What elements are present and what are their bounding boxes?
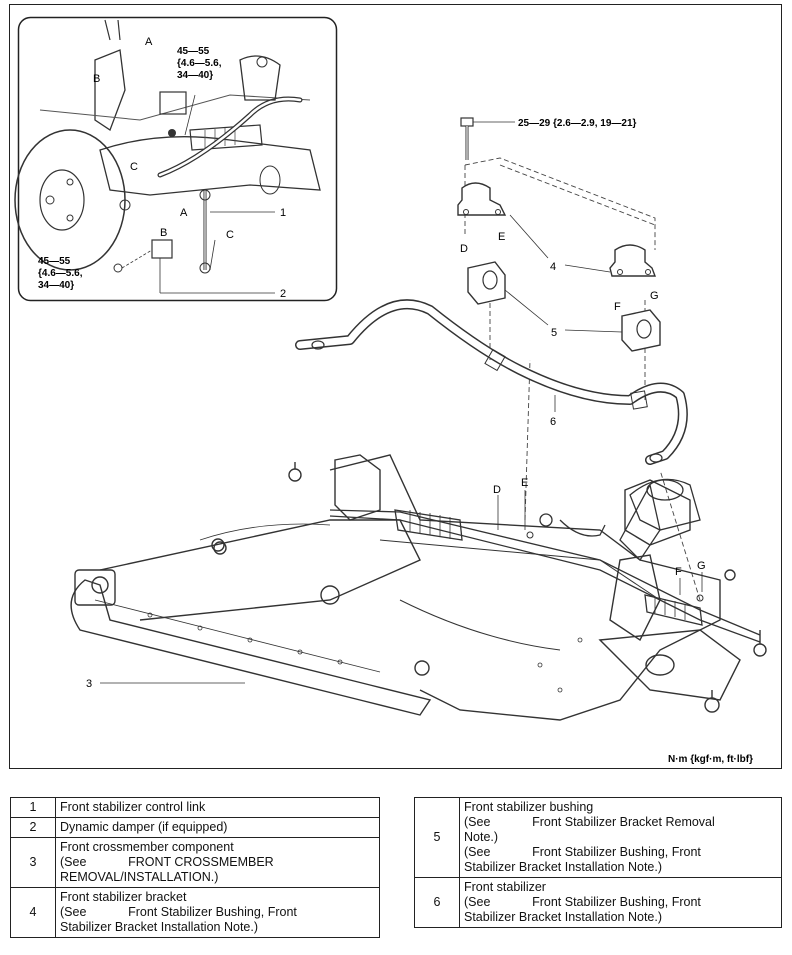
description-line: Stabilizer Bracket Installation Note.) bbox=[464, 910, 663, 924]
stabilizer-bushing-left bbox=[467, 261, 506, 305]
bracket-bolt: 25—29 {2.6—2.9, 19—21} bbox=[460, 117, 637, 160]
description-line: Front stabilizer control link bbox=[60, 800, 206, 814]
steering-gear bbox=[329, 509, 761, 643]
part-description: Front stabilizer control link bbox=[55, 797, 380, 818]
torque-inset-top-2: {4.6—5.6, bbox=[177, 58, 222, 69]
description-line: (See Front Stabilizer Bushing, Front bbox=[464, 895, 701, 909]
label-E-top: E bbox=[498, 231, 505, 243]
label-C-right: C bbox=[226, 229, 234, 241]
part-description: Front stabilizer bracket(See Front Stabi… bbox=[55, 887, 380, 938]
part-number: 1 bbox=[10, 797, 56, 818]
front-crossmember bbox=[70, 454, 767, 721]
label-C-left: C bbox=[130, 161, 138, 173]
label-E-bottom: E bbox=[521, 477, 528, 489]
torque-bolt-label: 25—29 {2.6—2.9, 19—21} bbox=[518, 118, 637, 129]
description-line: Stabilizer Bracket Installation Note.) bbox=[464, 860, 663, 874]
label-F-top: F bbox=[614, 301, 621, 313]
torque-inset-bottom-3: 34—40} bbox=[38, 280, 74, 291]
torque-inset-top-1: 45—55 bbox=[177, 46, 210, 57]
label-1: 1 bbox=[280, 207, 286, 219]
part-description: Front stabilizer bushing(See Front Stabi… bbox=[459, 797, 782, 878]
figure-id: am6zzw0000842 bbox=[702, 774, 770, 775]
units-label: N·m {kgf·m, ft·lbf} bbox=[668, 754, 753, 765]
description-line: (See Front Stabilizer Bushing, Front bbox=[60, 905, 297, 919]
label-6: 6 bbox=[550, 416, 556, 428]
part-number: 2 bbox=[10, 817, 56, 838]
part-description: Dynamic damper (if equipped) bbox=[55, 817, 380, 838]
description-line: (See FRONT CROSSMEMBER bbox=[60, 855, 274, 869]
description-line: Front crossmember component bbox=[60, 840, 234, 854]
label-B-top: B bbox=[93, 73, 100, 85]
torque-inset-top-3: 34—40} bbox=[177, 70, 213, 81]
inset-detail: A B C A B C 1 2 45—55 {4.6—5.6, 34—40} 4… bbox=[14, 16, 338, 302]
part-description: Front stabilizer(See Front Stabilizer Bu… bbox=[459, 877, 782, 928]
part-number: 3 bbox=[10, 837, 56, 888]
torque-inset-bottom-1: 45—55 bbox=[38, 256, 71, 267]
label-A-top: A bbox=[145, 36, 153, 48]
strut-mount bbox=[619, 478, 701, 562]
part-number: 6 bbox=[414, 877, 460, 928]
parts-table-left: 1 Front stabilizer control link 2 Dynamic d… bbox=[10, 797, 380, 938]
label-A-bottom: A bbox=[180, 207, 188, 219]
exploded-view-diagram: A B C A B C 1 2 45—55 {4.6—5.6, 34—40} 4… bbox=[9, 4, 782, 775]
label-G-bottom: G bbox=[697, 560, 706, 572]
part-number: 4 bbox=[10, 887, 56, 938]
stabilizer-bar bbox=[295, 299, 688, 465]
label-5: 5 bbox=[551, 327, 557, 339]
label-4: 4 bbox=[550, 261, 556, 273]
part-description: Front crossmember component(See FRONT CR… bbox=[55, 837, 380, 888]
stabilizer-bracket-left bbox=[457, 182, 507, 216]
part-number: 5 bbox=[414, 797, 460, 878]
description-line: Note.) bbox=[464, 830, 499, 844]
description-line: REMOVAL/INSTALLATION.) bbox=[60, 870, 219, 884]
table-row: 1 Front stabilizer control link bbox=[10, 797, 380, 818]
stabilizer-bracket-right bbox=[609, 244, 657, 277]
description-line: Front stabilizer bushing bbox=[464, 800, 594, 814]
label-G-top: G bbox=[650, 290, 659, 302]
description-line: Stabilizer Bracket Installation Note.) bbox=[60, 920, 259, 934]
description-line: Front stabilizer bracket bbox=[60, 890, 187, 904]
description-line: Front stabilizer bbox=[464, 880, 546, 894]
exploded-guide-lines bbox=[464, 157, 701, 601]
label-D-bottom: D bbox=[493, 484, 501, 496]
label-D-top: D bbox=[460, 243, 468, 255]
label-F-bottom: F bbox=[675, 566, 682, 578]
torque-inset-bottom-2: {4.6—5.6, bbox=[38, 268, 83, 279]
table-row: 2 Dynamic damper (if equipped) bbox=[10, 817, 380, 838]
label-3: 3 bbox=[86, 678, 92, 690]
description-line: (See Front Stabilizer Bracket Removal bbox=[464, 815, 715, 829]
description-line: Dynamic damper (if equipped) bbox=[60, 820, 228, 834]
stabilizer-bushing-right bbox=[621, 309, 661, 352]
description-line: (See Front Stabilizer Bushing, Front bbox=[464, 845, 701, 859]
label-B-bottom: B bbox=[160, 227, 167, 239]
diagram-frame bbox=[9, 4, 782, 769]
label-2: 2 bbox=[280, 288, 286, 300]
